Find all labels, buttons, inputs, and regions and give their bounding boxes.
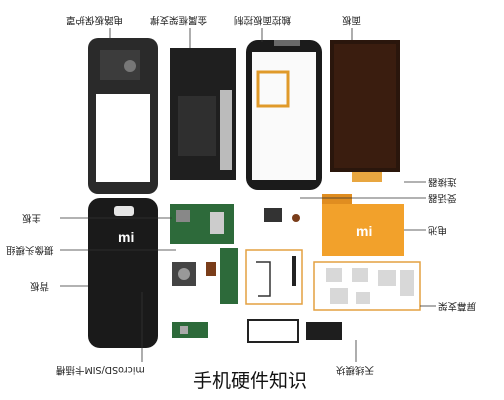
battery: mi — [322, 194, 404, 256]
label-touch-panel: 触控面板控制 — [234, 14, 292, 25]
back-cover: mi — [88, 198, 158, 348]
frame-shield — [88, 38, 158, 194]
bottom-brackets — [247, 319, 342, 343]
label-frame-shield: 电路板保护罩 — [66, 14, 124, 25]
sim-tray — [172, 322, 208, 338]
display-panel — [330, 40, 400, 182]
leader-lines — [60, 28, 436, 362]
label-metal-frame: 金属框架支撑 — [150, 14, 208, 25]
battery-logo: mi — [356, 223, 372, 239]
antenna-bracket — [245, 249, 303, 305]
label-motherboard: 主板 — [22, 212, 42, 223]
label-battery: 电池 — [428, 224, 448, 235]
label-sim-slot: microSD/SIM卡插槽 — [56, 364, 145, 375]
speaker — [264, 208, 300, 222]
touch-panel — [246, 40, 322, 190]
phone-logo: mi — [118, 229, 134, 245]
label-back-cover: 背板 — [30, 280, 50, 291]
label-camera-module: 摄像头模组 — [6, 244, 54, 255]
label-receiver: 受话器 — [428, 192, 457, 203]
label-screen-bracket: 屏幕支架 — [438, 300, 477, 311]
screen-bracket — [313, 261, 421, 311]
caption: 手机硬件知识 — [192, 370, 307, 392]
metal-frame — [170, 48, 236, 180]
label-display-panel: 面板 — [342, 14, 362, 25]
label-connector: 连接器 — [428, 176, 457, 187]
camera-module — [172, 262, 216, 286]
motherboard — [170, 204, 238, 304]
